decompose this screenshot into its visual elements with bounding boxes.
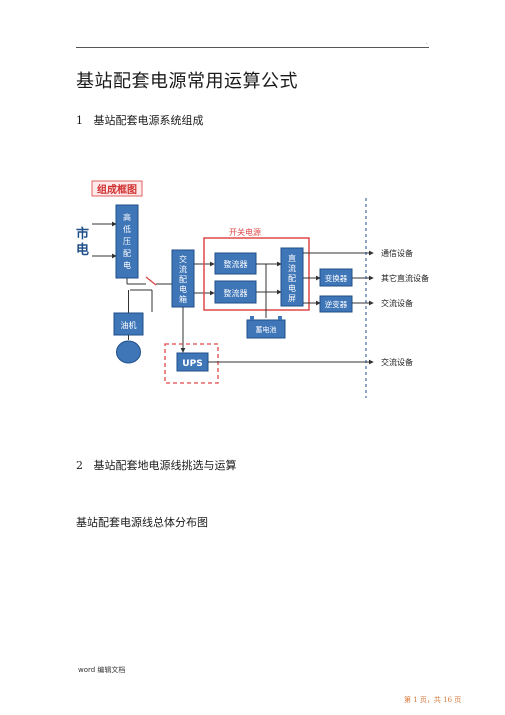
rectifier-1-label: 整流器 xyxy=(224,259,248,269)
svg-text:箱: 箱 xyxy=(179,294,187,304)
diagram-tag-frame xyxy=(91,180,143,197)
footer-page-number: 第 1 页，共 16 页 xyxy=(404,696,462,704)
header-mark: . xyxy=(426,39,428,46)
rectifier-2-label: 整流器 xyxy=(224,288,248,298)
footer-left: word 编辑文档 xyxy=(78,666,126,674)
section-1-number: 1 xyxy=(76,114,83,127)
svg-text:配: 配 xyxy=(288,274,296,283)
output-label-ac: 交流设备 xyxy=(381,298,413,308)
ups-dashed-frame xyxy=(164,343,219,384)
generator-motor-icon xyxy=(116,340,141,364)
section-1-text: 基站配套电源系统组成 xyxy=(93,114,204,127)
document-title: 基站配套电源常用运算公式 xyxy=(76,71,298,92)
inverter-label: 逆变器 xyxy=(325,299,348,309)
svg-text:压: 压 xyxy=(123,237,131,246)
switch-power-frame xyxy=(203,237,310,311)
svg-text:直: 直 xyxy=(288,253,296,263)
transfer-switch xyxy=(145,276,157,286)
ups-label: UPS xyxy=(182,359,202,369)
section-2-number: 2 xyxy=(76,459,83,472)
output-label-telecom: 通信设备 xyxy=(381,248,413,258)
system-block-diagram: 组成框图 市 电 高 低 压 配 电 油机 交 流 配 电 箱 开关电源 整流器… xyxy=(76,180,429,398)
switch-power-label: 开关电源 xyxy=(229,227,261,237)
converter-label: 变换器 xyxy=(325,273,348,283)
ac-distribution-label: 交 流 配 电 箱 xyxy=(179,254,187,304)
svg-text:电: 电 xyxy=(288,283,296,293)
hv-lv-label: 高 低 压 配 电 xyxy=(123,212,131,270)
grid-label-1: 市 xyxy=(76,226,89,242)
svg-text:电: 电 xyxy=(179,284,187,294)
output-label-other-dc: 其它直流设备 xyxy=(381,273,429,283)
svg-text:流: 流 xyxy=(288,263,296,273)
dc-distribution-label: 直 流 配 电 屏 xyxy=(288,253,296,303)
grid-label-2: 电 xyxy=(76,242,89,258)
svg-text:流: 流 xyxy=(179,264,187,274)
svg-text:高: 高 xyxy=(123,212,131,222)
battery-label: 蓄电池 xyxy=(256,325,277,334)
svg-text:低: 低 xyxy=(123,224,131,234)
header-rule xyxy=(76,47,429,48)
diagram-tag: 组成框图 xyxy=(97,183,137,196)
battery-box xyxy=(246,319,286,339)
output-label-ac-ups: 交流设备 xyxy=(381,357,413,367)
section-1-heading: 1 基站配套电源系统组成 xyxy=(76,112,204,128)
svg-text:电: 电 xyxy=(123,260,131,270)
subheading: 基站配套电源线总体分布图 xyxy=(76,516,208,529)
section-2-heading: 2 基站配套地电源线挑选与运算 xyxy=(76,457,237,473)
svg-text:屏: 屏 xyxy=(288,294,296,303)
section-2-text: 基站配套地电源线挑选与运算 xyxy=(93,459,237,472)
inverter-box xyxy=(319,295,353,313)
svg-text:交: 交 xyxy=(179,254,187,264)
svg-text:配: 配 xyxy=(123,249,131,258)
dc-distribution-box xyxy=(280,247,304,307)
generator-label: 油机 xyxy=(121,320,137,330)
svg-text:配: 配 xyxy=(179,275,187,284)
